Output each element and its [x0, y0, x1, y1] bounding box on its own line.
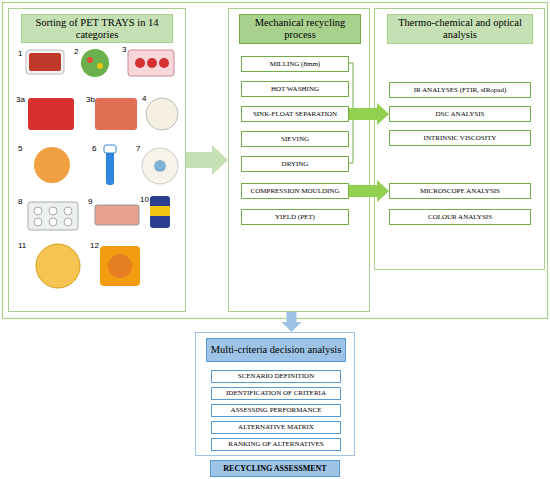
- section-panel: Sorting of PET TRAYS in 14 categories: [8, 8, 186, 312]
- step-text: ASSESSING PERFORMANCE: [231, 407, 322, 414]
- callout-number: 4: [142, 95, 146, 103]
- section-header: Multi-criteria decision analysis: [206, 338, 346, 362]
- process-box: DRYING: [241, 156, 349, 172]
- step-text: MILLING (8mm): [270, 61, 320, 68]
- process-box: RECYCLING ASSESSMENT: [210, 460, 340, 477]
- block-arrow: [349, 180, 389, 202]
- outer-frame: [3, 3, 548, 319]
- callout-number: 5: [18, 145, 22, 153]
- callout-number: 2: [74, 48, 78, 56]
- step-text: IR ANALYSES (FTIR, sIRopad): [414, 87, 507, 94]
- process-box: ASSESSING PERFORMANCE: [211, 404, 341, 417]
- process-box: HOT WASHING: [241, 81, 349, 97]
- step-text: ALTERNATIVE MATRIX: [238, 424, 314, 431]
- callout-number: 12: [90, 242, 99, 250]
- step-text: HOT WASHING: [271, 86, 319, 93]
- callout-number: 7: [136, 145, 140, 153]
- callout-number: 3a: [16, 96, 25, 104]
- step-text: RECYCLING ASSESSMENT: [223, 465, 326, 473]
- process-box: RANKING OF ALTERNATIVES: [211, 438, 341, 451]
- process-box: SCENARIO DEFINITION: [211, 370, 341, 383]
- step-text: DSC ANALYSIS: [436, 111, 485, 118]
- process-box: MICROSCOPE ANALYSIS: [389, 183, 531, 199]
- callout-number: 8: [18, 198, 22, 206]
- step-text: DRYING: [282, 161, 309, 168]
- callout-number: 6: [92, 145, 96, 153]
- process-box: DSC ANALYSIS: [389, 106, 531, 122]
- process-box: IR ANALYSES (FTIR, sIRopad): [389, 82, 531, 98]
- callout-number: 11: [18, 242, 26, 250]
- process-box: ALTERNATIVE MATRIX: [211, 421, 341, 434]
- tray-photos: [26, 49, 178, 288]
- callout-number: 3b: [86, 96, 95, 104]
- callout-number: 1: [18, 50, 22, 58]
- process-box: SINK-FLOAT SEPARATION: [241, 106, 349, 122]
- callout-number: 3: [122, 46, 126, 54]
- section-panel: Thermo-chemical and optical analysis IR A…: [374, 8, 545, 270]
- process-box: IDENTIFICATION OF CRITERIA: [211, 387, 341, 400]
- process-box: YIELD (PET): [241, 209, 349, 225]
- callout-number: 10: [140, 196, 149, 204]
- process-box: COMPRESSION MOULDING: [241, 183, 349, 199]
- step-text: RANKING OF ALTERNATIVES: [228, 441, 323, 448]
- process-box: COLOUR ANALYSIS: [389, 209, 531, 225]
- section-header: Thermo-chemical and optical analysis: [387, 14, 533, 44]
- section-title: Sorting of PET TRAYS in 14 categories: [22, 17, 172, 40]
- section-header: Sorting of PET TRAYS in 14 categories: [21, 14, 173, 43]
- block-arrow: [186, 145, 228, 175]
- step-text: YIELD (PET): [275, 214, 315, 221]
- section-panel: Mechanical recycling processMILLING (8mm…: [228, 8, 370, 312]
- block-arrow: [349, 103, 389, 125]
- section-title: Multi-criteria decision analysis: [211, 344, 342, 356]
- step-text: COMPRESSION MOULDING: [251, 188, 340, 195]
- step-text: MICROSCOPE ANALYSIS: [420, 188, 500, 195]
- step-text: SIEVING: [281, 136, 309, 143]
- step-text: IDENTIFICATION OF CRITERIA: [226, 390, 326, 397]
- block-arrow: [282, 312, 302, 332]
- callout-number: 9: [88, 198, 92, 206]
- step-text: SCENARIO DEFINITION: [238, 373, 314, 380]
- process-box: MILLING (8mm): [241, 56, 349, 72]
- step-text: INTRINSIC VISCOSITY: [424, 135, 497, 142]
- section-title: Mechanical recycling process: [240, 17, 360, 40]
- section-header: Mechanical recycling process: [239, 14, 361, 44]
- section-title: Thermo-chemical and optical analysis: [388, 17, 532, 40]
- process-box: SIEVING: [241, 131, 349, 147]
- step-text: COLOUR ANALYSIS: [428, 214, 492, 221]
- step-text: SINK-FLOAT SEPARATION: [253, 111, 337, 118]
- process-box: INTRINSIC VISCOSITY: [389, 130, 531, 146]
- section-panel: Multi-criteria decision analysisSCENARIO…: [195, 332, 355, 456]
